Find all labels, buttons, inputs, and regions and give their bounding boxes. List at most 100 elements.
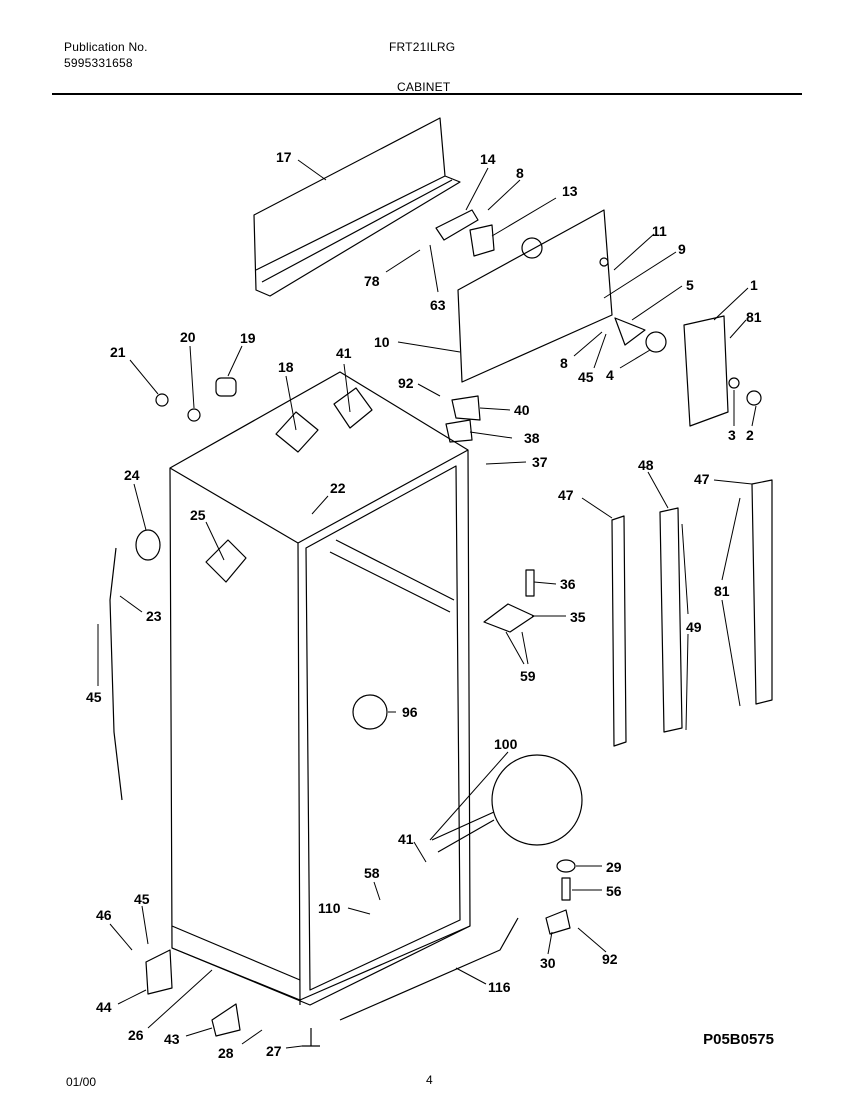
callout-58: 58: [364, 865, 380, 881]
top-cover-lip: [255, 175, 453, 283]
callout-19: 19: [240, 330, 256, 346]
leader-100: [429, 751, 509, 841]
leader-4: [619, 349, 651, 369]
callout-8a: 8: [516, 165, 524, 181]
callout-14: 14: [480, 151, 496, 167]
leader-41b: [413, 841, 427, 863]
leader-37: [485, 461, 527, 465]
callout-11: 11: [652, 223, 667, 239]
leader-28: [241, 1029, 263, 1045]
callout-35: 35: [570, 609, 586, 625]
callout-45c: 45: [134, 891, 150, 907]
callout-30: 30: [540, 955, 556, 971]
callout-96: 96: [402, 704, 418, 720]
leader-81a: [729, 319, 747, 339]
cabinet-base: [171, 925, 471, 1001]
callout-110: 110: [318, 900, 341, 916]
callout-81b: 81: [714, 583, 730, 599]
leader-49b: [685, 633, 689, 731]
callout-3: 3: [728, 427, 736, 443]
drain-tube-23: [109, 547, 123, 801]
leader-13: [491, 197, 557, 237]
callout-22: 22: [330, 480, 346, 496]
callout-78: 78: [364, 273, 380, 289]
leader-8b: [573, 331, 603, 357]
publication-number: 5995331658: [64, 56, 133, 70]
leader-14: [465, 167, 489, 211]
callout-8b: 8: [560, 355, 568, 371]
leader-47b: [713, 479, 753, 485]
leader-18: [285, 375, 297, 431]
trim-strip-47-right: [751, 479, 773, 705]
pin-56: [561, 877, 571, 901]
publication-label: Publication No.: [64, 40, 148, 54]
callout-36: 36: [560, 576, 576, 592]
leader-30: [547, 931, 553, 955]
callout-45b: 45: [86, 689, 102, 705]
callout-9: 9: [678, 241, 686, 257]
hinge-part-40: [451, 395, 481, 421]
leader-9: [603, 251, 677, 299]
header-rule: [52, 93, 802, 95]
bracket-plate-25: [205, 539, 247, 583]
callout-10: 10: [374, 334, 390, 350]
leader-92b: [577, 927, 607, 953]
callout-49: 49: [686, 619, 702, 635]
model-number: FRT21ILRG: [389, 40, 456, 54]
callout-116: 116: [488, 979, 511, 995]
leader-1: [713, 287, 749, 321]
leader-58: [373, 881, 381, 901]
callout-44: 44: [96, 999, 112, 1015]
leader-110: [347, 907, 371, 915]
leader-19: [227, 345, 243, 377]
leader-46: [109, 923, 133, 951]
callout-29: 29: [606, 859, 622, 875]
panel-hole: [521, 237, 543, 259]
callout-47b: 47: [694, 471, 710, 487]
hinge-part-35: [483, 603, 535, 633]
callout-100: 100: [494, 736, 518, 752]
leader-59a: [505, 631, 525, 665]
damper-part: [469, 224, 495, 257]
cap-part-20: [187, 408, 201, 422]
toe-grille-116: [339, 917, 519, 1021]
callout-25: 25: [190, 507, 206, 523]
callout-41a: 41: [336, 345, 352, 361]
callout-1: 1: [750, 277, 758, 293]
callout-48: 48: [638, 457, 654, 473]
hinge-30: [545, 909, 571, 935]
leader-81b: [721, 497, 741, 581]
bracket-part: [435, 209, 479, 241]
callout-18: 18: [278, 359, 294, 375]
callout-92a: 92: [398, 375, 414, 391]
trim-strip-47-left: [611, 515, 627, 747]
trim-strip-48: [659, 507, 683, 733]
callout-17: 17: [276, 149, 292, 165]
leveler-foot-27: [302, 1028, 320, 1047]
leader-40: [479, 407, 511, 411]
bracket-43: [211, 1003, 241, 1037]
callout-5: 5: [686, 277, 694, 293]
fan-shroud-part: [683, 315, 729, 427]
footer-page-number: 4: [426, 1073, 433, 1087]
leader-47a: [581, 497, 613, 519]
leader-78: [385, 249, 421, 273]
callout-92b: 92: [602, 951, 618, 967]
leader-21: [129, 359, 159, 395]
callout-46: 46: [96, 907, 112, 923]
leader-49a: [681, 523, 689, 615]
callout-26: 26: [128, 1027, 144, 1043]
leader-26: [147, 969, 213, 1029]
callout-2: 2: [746, 427, 754, 443]
leader-63: [429, 244, 439, 293]
leader-23: [119, 595, 143, 613]
leader-36: [533, 581, 557, 585]
leader-45a: [593, 333, 607, 369]
leader-10: [397, 341, 461, 353]
leader-27: [285, 1045, 303, 1049]
cap-part-21: [155, 393, 169, 407]
hinge-plate-18: [275, 411, 319, 453]
callout-43: 43: [164, 1031, 180, 1047]
callout-4: 4: [606, 367, 614, 383]
